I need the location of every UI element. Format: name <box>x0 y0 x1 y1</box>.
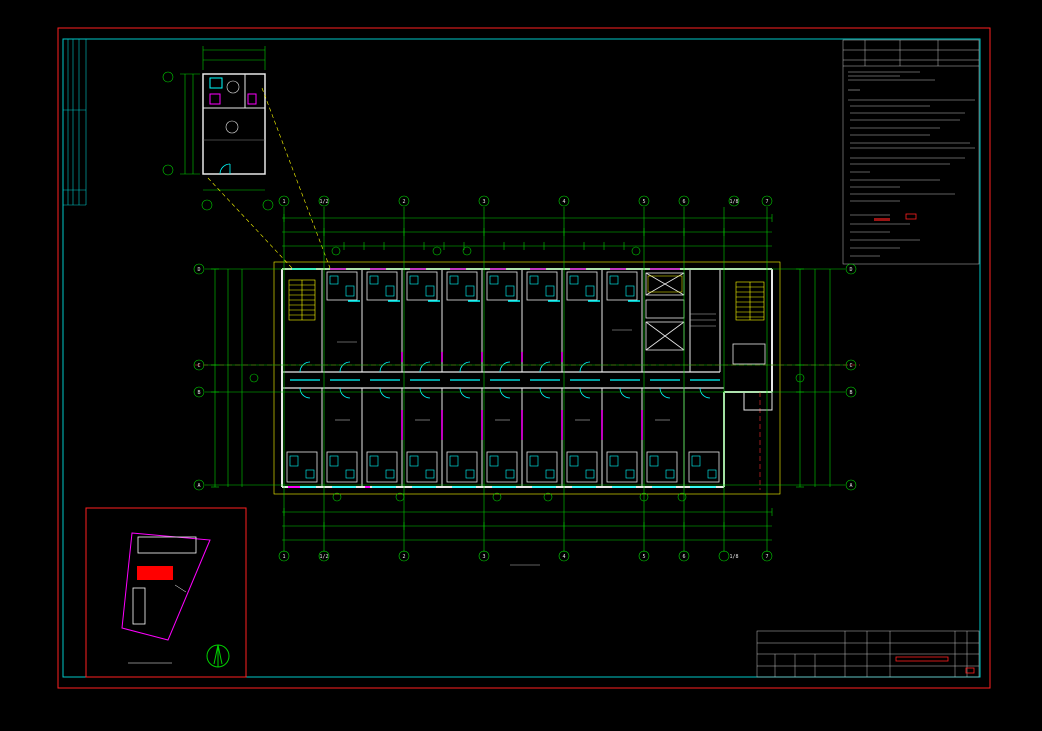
grid-label-top: 4 <box>562 199 565 205</box>
stair-icon <box>288 279 316 321</box>
grid-system <box>193 195 857 562</box>
site-plan-inset <box>85 507 247 678</box>
notes-red-mark <box>905 213 917 220</box>
grid-label-side: D <box>197 267 200 273</box>
grid-label-side: C <box>197 363 200 369</box>
outer-red-frame <box>57 27 991 689</box>
grid-label-top: 3 <box>482 199 485 205</box>
notes-red-mark-2 <box>874 218 890 221</box>
grid-label-side: C <box>849 363 852 369</box>
grid-label-top: 1/2 <box>319 554 328 560</box>
grid-label-top: 2 <box>402 199 405 205</box>
grid-label-top: 6 <box>682 199 685 205</box>
grid-bubble-icon <box>162 71 174 83</box>
grid-label-top: 1 <box>282 554 285 560</box>
detail-leader <box>261 87 331 269</box>
binding-strip <box>63 39 87 206</box>
inner-cyan-frame <box>62 38 981 678</box>
room-detail <box>162 46 274 211</box>
grid-label-side: B <box>197 390 200 396</box>
grid-label-top: 7 <box>765 199 768 205</box>
grid-label-top: 5 <box>642 554 645 560</box>
notes-text-lines <box>848 71 975 257</box>
grid-label-top: 3 <box>482 554 485 560</box>
grid-label-top: 4 <box>562 554 565 560</box>
title-block-red-cell-2 <box>965 667 975 674</box>
grid-label-top: 5 <box>642 199 645 205</box>
grid-label-top: 1/8 <box>729 554 738 560</box>
grid-label-side: B <box>849 390 852 396</box>
grid-label-top: 6 <box>682 554 685 560</box>
grid-label-side: A <box>197 483 200 489</box>
grid-label-top: 1/8 <box>729 199 738 205</box>
grid-label-side: D <box>849 267 852 273</box>
grid-label-top: 2 <box>402 554 405 560</box>
grid-label-top: 1/2 <box>319 199 328 205</box>
grid-label-top: 7 <box>765 554 768 560</box>
grid-label-top: 1 <box>282 199 285 205</box>
title-block-red-cell <box>895 656 949 662</box>
grid-label-side: A <box>849 483 852 489</box>
notes-panel <box>842 39 980 265</box>
floor-plan <box>195 261 860 495</box>
detail-leader-2 <box>207 177 293 269</box>
title-block <box>756 630 980 678</box>
